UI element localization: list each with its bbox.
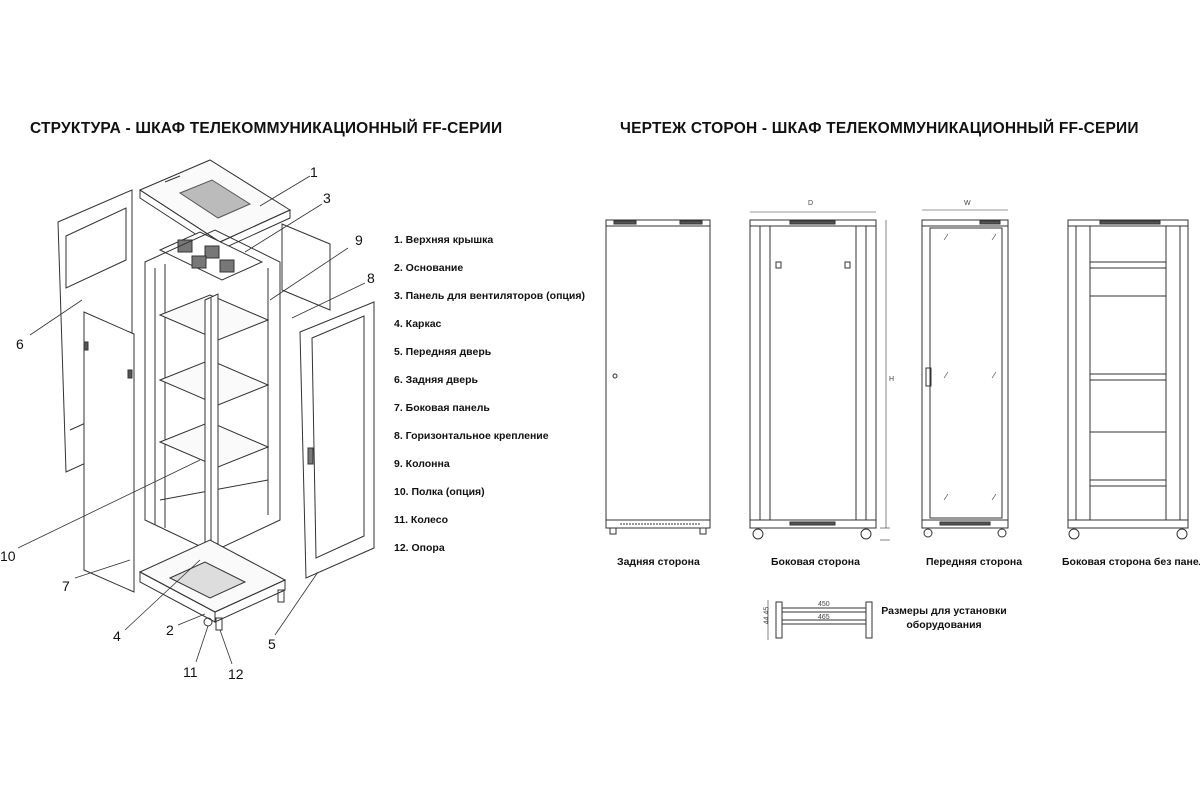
- legend-item: 4. Каркас: [394, 318, 442, 330]
- legend-item: 10. Полка (опция): [394, 486, 485, 498]
- legend-item: 11. Колесо: [394, 514, 448, 526]
- side-panel: [83, 311, 135, 593]
- height-dim: H: [889, 376, 895, 383]
- foot: [277, 589, 285, 603]
- callout-4: 4: [113, 628, 121, 644]
- foot: [215, 617, 223, 631]
- callout-12: 12: [228, 666, 244, 682]
- side-view: [749, 211, 890, 541]
- width-dim: W: [964, 200, 971, 207]
- side-view-label: Боковая сторона: [771, 556, 860, 568]
- leader-lines: [17, 175, 366, 665]
- legend-item: 7. Боковая панель: [394, 402, 490, 414]
- mounting-dimensions-label: Размеры для установки оборудования: [881, 605, 1007, 631]
- front-view-label: Передняя сторона: [926, 556, 1023, 568]
- structure-title: СТРУКТУРА - ШКАФ ТЕЛЕКОММУНИКАЦИОННЫЙ FF…: [30, 120, 503, 137]
- callout-11: 11: [183, 664, 198, 680]
- drawing-title: ЧЕРТЕЖ СТОРОН - ШКАФ ТЕЛЕКОММУНИКАЦИОННЫ…: [620, 120, 1139, 137]
- side-panel-right: [281, 223, 331, 311]
- parts-legend: 1. Верхняя крышка 2. Основание 3. Панель…: [394, 232, 585, 568]
- front-door: [299, 301, 375, 579]
- legend-item: 9. Колонна: [394, 458, 450, 470]
- unit-height-dim: 44.45: [763, 606, 771, 625]
- callout-2: 2: [166, 622, 174, 638]
- inner-width-dim: 450: [818, 601, 830, 608]
- callout-9: 9: [355, 232, 363, 248]
- callout-1: 1: [310, 164, 318, 180]
- legend-item: 2. Основание: [394, 262, 464, 274]
- side-view-no-panel: [1067, 219, 1189, 540]
- callout-10: 10: [0, 548, 16, 564]
- side-no-panel-view-label: Боковая сторона без панели: [1062, 556, 1200, 568]
- front-view: [921, 209, 1009, 538]
- callout-5: 5: [268, 636, 276, 652]
- legend-item: 8. Горизонтальное крепление: [394, 430, 549, 442]
- legend-item: 12. Опора: [394, 542, 445, 554]
- mounting-dimensions-drawing: [767, 600, 873, 640]
- legend-item: 1. Верхняя крышка: [394, 234, 494, 246]
- outer-width-dim: 465: [818, 614, 830, 621]
- legend-item: 3. Панель для вентиляторов (опция): [394, 290, 585, 302]
- rear-view-label: Задняя сторона: [617, 556, 700, 568]
- callout-7: 7: [62, 578, 70, 594]
- legend-item: 5. Передняя дверь: [394, 346, 492, 358]
- callout-3: 3: [323, 190, 331, 206]
- rear-view: [605, 219, 711, 535]
- depth-dim: D: [808, 200, 814, 207]
- legend-item: 6. Задняя дверь: [394, 374, 478, 386]
- top-cover: [138, 159, 292, 251]
- callout-8: 8: [367, 270, 375, 286]
- callout-6: 6: [16, 336, 24, 352]
